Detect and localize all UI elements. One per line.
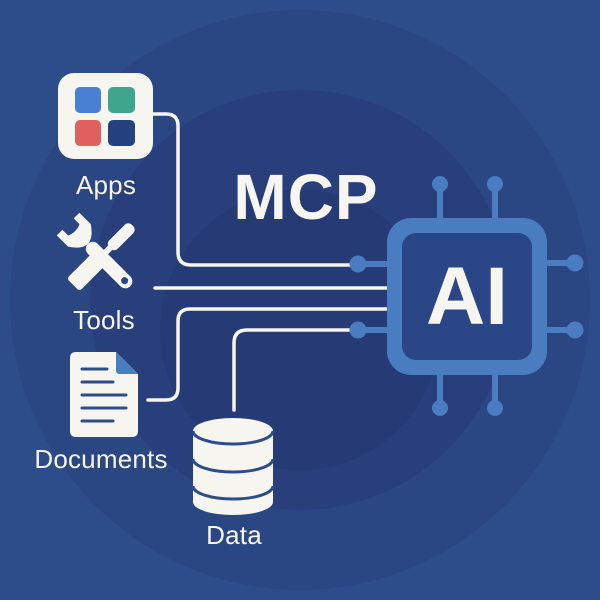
apps-label: Apps [75,170,137,200]
database-icon [191,418,275,515]
wrench-screwdriver-icon [56,212,135,290]
data-label: Data [206,520,262,550]
chip-icon [349,176,584,416]
connector-lines [146,112,390,412]
documents-label: Documents [34,444,168,474]
tools-label: Tools [73,305,135,335]
documents-connector [146,307,390,402]
ai-hub-label: AI [426,251,508,342]
diagram-title: MCP [233,161,379,233]
app-grid-icon [58,73,153,159]
document-icon [70,352,138,437]
data-connector [232,328,354,412]
apps-connector [151,112,354,267]
